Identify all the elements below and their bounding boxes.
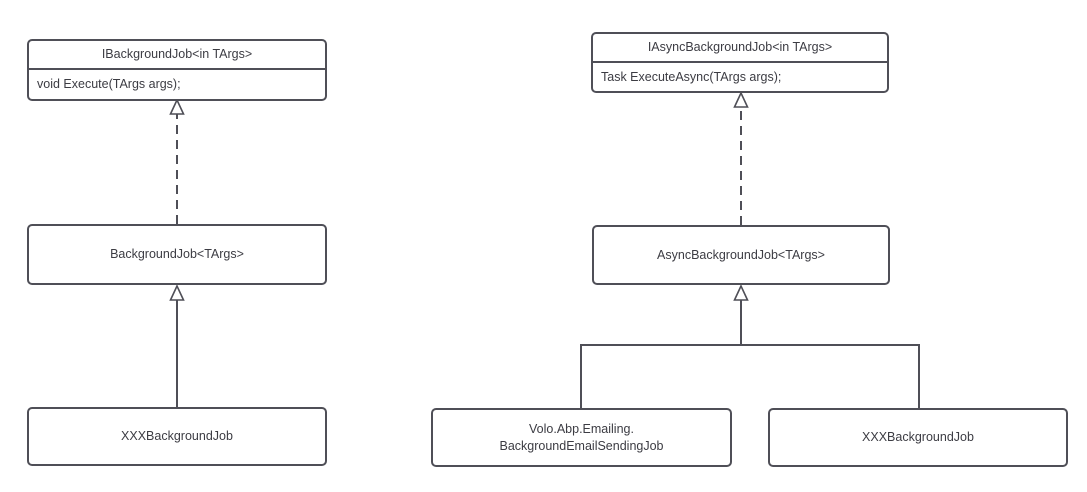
node-xxxbackgroundjob-right: XXXBackgroundJob (768, 408, 1068, 467)
interface-method: void Execute(TArgs args); (29, 68, 325, 99)
node-ibackgroundjob: IBackgroundJob<in TArgs> void Execute(TA… (27, 39, 327, 101)
class-title: AsyncBackgroundJob<TArgs> (657, 247, 825, 262)
inheritance-edge-left (169, 284, 185, 407)
realization-edge-left (169, 98, 185, 224)
node-backgroundjob: BackgroundJob<TArgs> (27, 224, 327, 285)
node-asyncbackgroundjob: AsyncBackgroundJob<TArgs> (592, 225, 890, 285)
inheritance-tree-right (580, 284, 920, 408)
hollow-triangle-arrowhead (169, 284, 185, 301)
node-backgroundemailsendingjob: Volo.Abp.Emailing. BackgroundEmailSendin… (431, 408, 732, 467)
realization-edge-right (733, 91, 749, 225)
class-title-line2: BackgroundEmailSendingJob (499, 438, 664, 453)
class-title: XXXBackgroundJob (121, 429, 233, 443)
interface-title: IBackgroundJob<in TArgs> (101, 47, 253, 61)
class-title: BackgroundJob<TArgs> (110, 247, 244, 261)
class-title: XXXBackgroundJob (862, 430, 974, 444)
hollow-triangle-arrowhead (169, 98, 185, 115)
hollow-triangle-arrowhead (733, 284, 749, 301)
hollow-triangle-arrowhead (733, 91, 749, 108)
node-iasyncbackgroundjob: IAsyncBackgroundJob<in TArgs> Task Execu… (591, 32, 889, 93)
interface-method: Task ExecuteAsync(TArgs args); (593, 61, 887, 92)
class-title-line1: Volo.Abp.Emailing. (529, 421, 634, 436)
node-xxxbackgroundjob-left: XXXBackgroundJob (27, 407, 327, 466)
interface-title: IAsyncBackgroundJob<in TArgs> (647, 40, 833, 54)
